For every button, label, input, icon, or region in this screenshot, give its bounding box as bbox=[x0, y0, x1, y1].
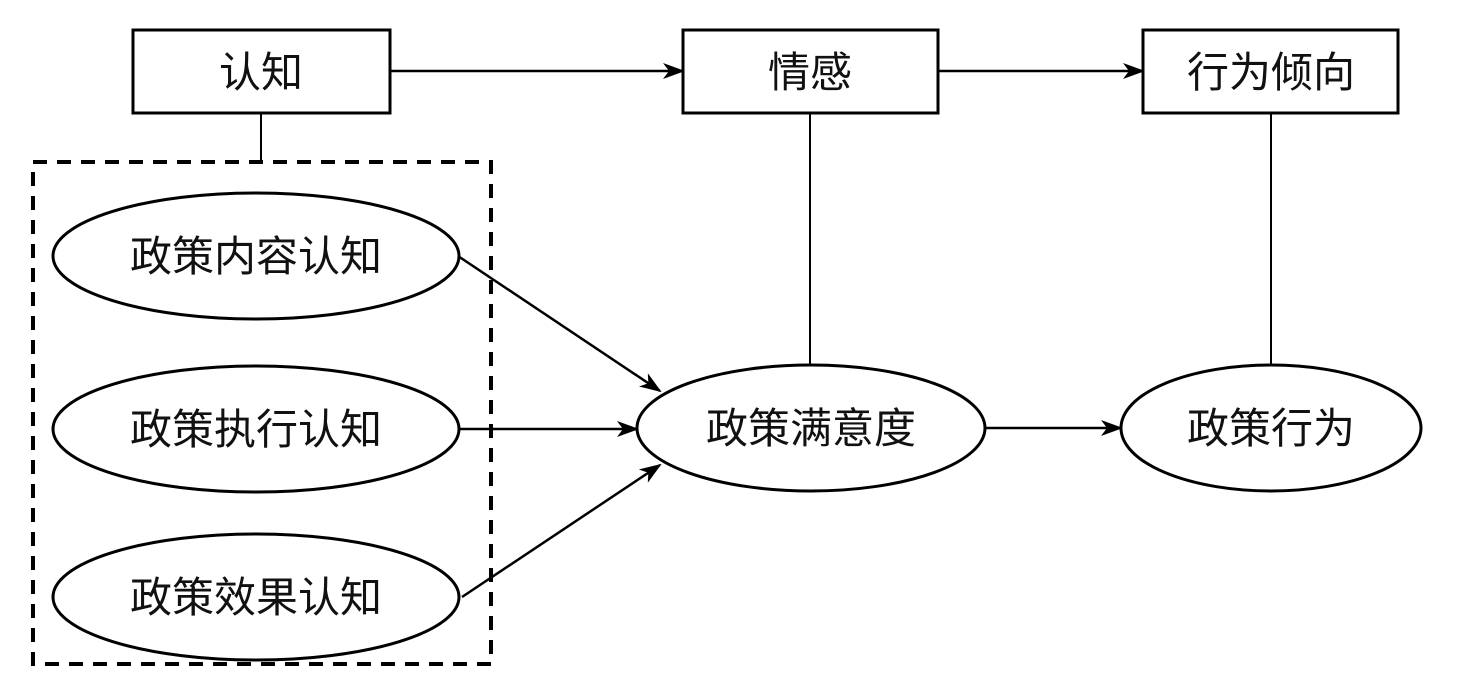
emotion-box: 情感 bbox=[681, 28, 940, 115]
policy-behavior-node: 政策行为 bbox=[1119, 363, 1423, 493]
cognition-label: 认知 bbox=[219, 48, 303, 97]
emotion-label: 情感 bbox=[768, 48, 852, 97]
policy-effect-cognition-label: 政策效果认知 bbox=[130, 573, 382, 622]
policy-effect-cognition-node: 政策效果认知 bbox=[51, 532, 461, 662]
policy-content-cognition-label: 政策内容认知 bbox=[130, 232, 382, 281]
policy-behavior-label: 政策行为 bbox=[1187, 404, 1355, 453]
behavior-tendency-label: 行为倾向 bbox=[1187, 48, 1355, 97]
behavior-tendency-box: 行为倾向 bbox=[1141, 28, 1400, 115]
policy-satisfaction-node: 政策满意度 bbox=[635, 363, 987, 493]
effect-to-satisfaction-arrow bbox=[461, 463, 662, 599]
policy-execution-cognition-node: 政策执行认知 bbox=[51, 364, 461, 494]
policy-satisfaction-label: 政策满意度 bbox=[706, 404, 916, 453]
content-to-satisfaction-arrow bbox=[457, 254, 662, 393]
cognition-box: 认知 bbox=[131, 28, 392, 115]
policy-execution-cognition-label: 政策执行认知 bbox=[130, 405, 382, 454]
policy-content-cognition-node: 政策内容认知 bbox=[51, 191, 461, 321]
